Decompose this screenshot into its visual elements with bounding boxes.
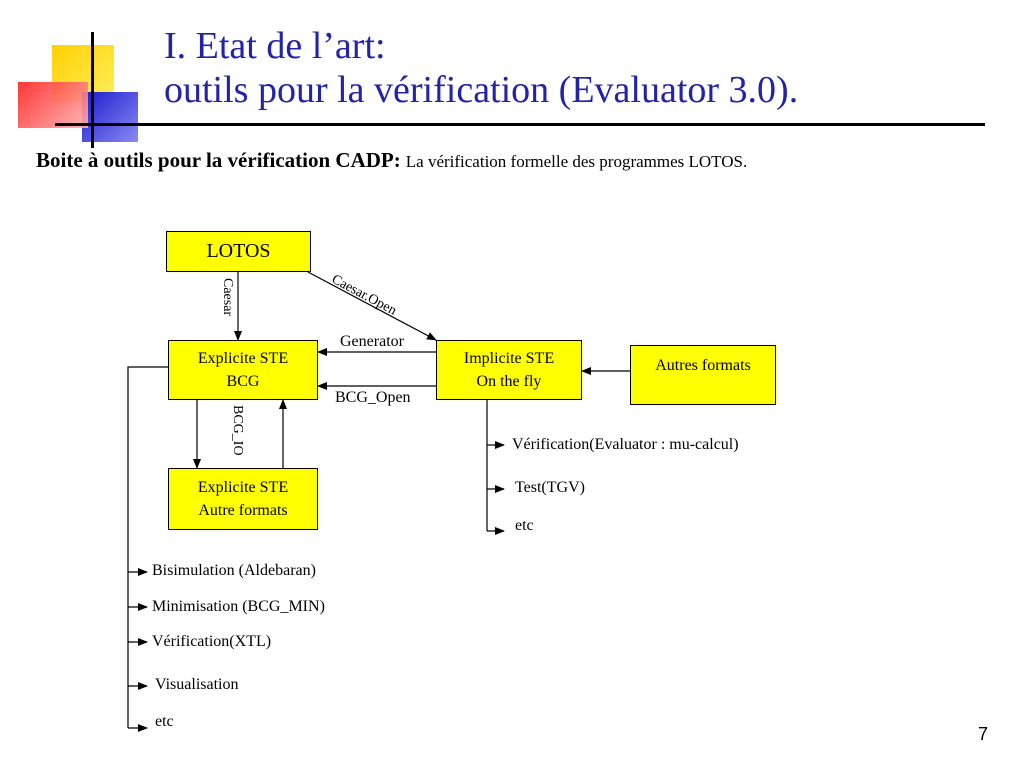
bcg-output-1: Bisimulation (Aldebaran) <box>152 562 316 579</box>
slide-title: I. Etat de l’art: outils pour la vérific… <box>164 24 798 112</box>
slide-subtitle: Boite à outils pour la vérification CADP… <box>36 148 747 173</box>
box-explicite-autre: Explicite STE Autre formats <box>168 468 318 530</box>
box-explicite-autre-line2: Autre formats <box>198 502 288 519</box>
label-bcg-open: BCG_Open <box>335 389 411 406</box>
label-generator: Generator <box>340 333 404 350</box>
box-implicite-line2: On the fly <box>476 373 542 390</box>
page-number: 7 <box>978 724 989 744</box>
box-implicite: Implicite STE On the fly <box>436 340 582 400</box>
box-autres-formats-label: Autres formats <box>655 357 751 374</box>
box-explicite-bcg-line2: BCG <box>226 373 260 390</box>
label-caesar: Caesar <box>220 278 235 317</box>
title-line-2: outils pour la vérification (Evaluator 3… <box>164 69 799 111</box>
box-explicite-autre-line1: Explicite STE <box>197 479 289 496</box>
bcg-output-2: Minimisation (BCG_MIN) <box>152 598 325 615</box>
box-lotos: LOTOS <box>166 231 311 272</box>
label-bcg-io: BCG_IO <box>230 405 245 456</box>
bcg-trunk <box>127 366 168 728</box>
onthefly-output-3: etc <box>515 517 534 534</box>
title-divider <box>55 123 985 126</box>
onthefly-output-1: Vérification(Evaluator : mu-calcul) <box>512 436 739 453</box>
corner-decoration <box>0 0 140 150</box>
box-explicite-bcg: Explicite STE BCG <box>168 340 318 400</box>
title-line-1: I. Etat de l’art: <box>164 25 386 67</box>
box-implicite-line1: Implicite STE <box>463 350 555 367</box>
subtitle-rest: La vérification formelle des programmes … <box>405 152 748 171</box>
deco-red-square <box>18 82 88 128</box>
deco-vertical-line <box>91 32 94 148</box>
box-autres-formats: Autres formats <box>630 345 776 405</box>
onthefly-output-2: Test(TGV) <box>515 479 585 496</box>
box-lotos-label: LOTOS <box>206 240 271 262</box>
subtitle-bold: Boite à outils pour la vérification CADP… <box>36 148 401 172</box>
bcg-output-3: Vérification(XTL) <box>152 633 272 650</box>
edge-caesar-open <box>307 271 437 341</box>
box-explicite-bcg-line1: Explicite STE <box>197 350 289 367</box>
bcg-output-5: etc <box>155 713 174 730</box>
bcg-output-4: Visualisation <box>155 676 239 693</box>
